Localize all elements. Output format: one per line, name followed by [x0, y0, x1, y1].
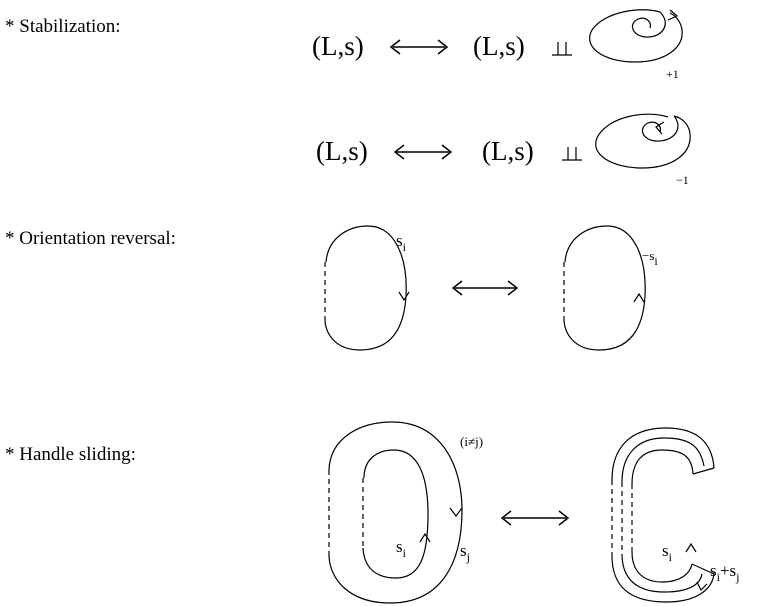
- handle-left-outer-component: [328, 421, 463, 604]
- orientation-equivalence-arrow: [451, 280, 519, 296]
- orientation-left-component: [324, 225, 410, 351]
- stab-row1-lhs: (L,s): [312, 31, 364, 61]
- orientation-left-label: si: [396, 231, 407, 254]
- handle-right-band-inner: [631, 449, 694, 583]
- handle-right-band-outer: [611, 427, 715, 603]
- stab-row2-disjoint-union-icon: [562, 147, 582, 161]
- handle-right-sum-label: si+sj: [710, 561, 740, 584]
- stab-row2-framing: −1: [676, 173, 689, 187]
- stab-row1-equivalence-arrow: [389, 39, 449, 55]
- orientation-right-label: −si: [642, 248, 658, 268]
- stab-row1-framing: +1: [666, 67, 679, 81]
- handle-left-inner-component: [362, 449, 431, 579]
- handle-heading: * Handle sliding:: [5, 444, 136, 465]
- stabilization-heading: * Stabilization:: [5, 16, 121, 37]
- handle-left-outer-label: sj: [460, 541, 470, 564]
- stab-row2-equivalence-arrow: [393, 144, 453, 160]
- handle-right-inner-label: si: [662, 541, 673, 564]
- handle-right-band-middle: [621, 437, 705, 593]
- orientation-right-component: [563, 225, 646, 351]
- orientation-heading: * Orientation reversal:: [5, 228, 176, 249]
- stab-row2-lhs: (L,s): [316, 136, 368, 166]
- handle-left-inner-label: si: [396, 537, 407, 560]
- stab-row2-rhs: (L,s): [482, 136, 534, 166]
- stab-row2-unknot-curl-icon: [595, 113, 691, 169]
- handle-equivalence-arrow: [500, 510, 570, 526]
- stab-row1-rhs: (L,s): [473, 31, 525, 61]
- handle-right-band-ends: [685, 467, 715, 592]
- stab-row1-unknot-curl-icon: [589, 9, 683, 63]
- handle-condition: (i≠j): [460, 434, 483, 449]
- stab-row1-disjoint-union-icon: [552, 42, 572, 56]
